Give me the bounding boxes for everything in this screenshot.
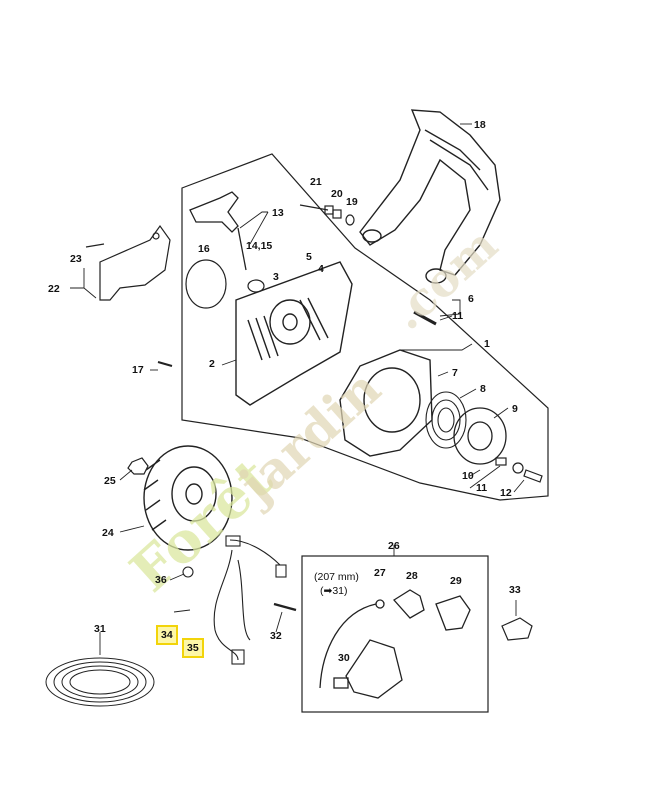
label-part-17: 17 (132, 364, 144, 376)
flywheel (143, 445, 233, 551)
label-part-31-ref: (➡31) (320, 585, 348, 597)
fan-housing (235, 261, 353, 406)
label-part-16: 16 (198, 243, 210, 255)
label-part-14-15: 14,15 (246, 240, 273, 252)
pin-part (413, 310, 437, 326)
label-part-30: 30 (338, 652, 350, 664)
leader-lines (70, 123, 525, 655)
label-part-4: 4 (318, 263, 324, 275)
label-cable-length: (207 mm) (314, 571, 359, 583)
label-part-11-upper: 11 (452, 310, 464, 322)
label-part-24: 24 (102, 527, 114, 539)
label-part-3: 3 (273, 271, 279, 283)
label-part-26: 26 (388, 540, 400, 552)
disc-part (185, 259, 227, 309)
cap-part (247, 279, 265, 293)
label-part-25: 25 (104, 475, 116, 487)
label-part-11-lower: 11 (476, 482, 488, 494)
label-part-12: 12 (500, 487, 512, 499)
label-part-9: 9 (512, 403, 518, 415)
label-part-2: 2 (209, 358, 215, 370)
label-part-19: 19 (346, 196, 358, 208)
label-part-10: 10 (462, 470, 474, 482)
label-part-23: 23 (70, 253, 82, 265)
label-part-21: 21 (310, 176, 322, 188)
screw-17 (157, 361, 173, 367)
starter-assembly-outline (181, 153, 549, 501)
ignition-module-box (301, 555, 489, 713)
spark-plug (501, 617, 533, 641)
label-part-31-ref-num: 31 (332, 585, 344, 597)
label-part-18: 18 (474, 119, 486, 131)
label-part-22: 22 (48, 283, 60, 295)
arrow-icon: ➡ (323, 585, 333, 597)
handguard (359, 109, 501, 284)
label-part-7: 7 (452, 367, 458, 379)
label-part-34-highlighted[interactable]: 34 (156, 625, 178, 645)
label-part-33: 33 (509, 584, 521, 596)
coiled-wire (45, 657, 155, 707)
bracket-plate (85, 224, 171, 301)
ignition-module (319, 589, 471, 699)
screw-32 (273, 602, 297, 612)
label-part-27: 27 (374, 567, 386, 579)
label-part-5: 5 (306, 251, 312, 263)
label-part-13: 13 (272, 207, 284, 219)
nut-25 (127, 457, 149, 475)
starter-grip (189, 191, 247, 271)
label-part-35-highlighted[interactable]: 35 (182, 638, 204, 658)
label-part-1: 1 (484, 338, 490, 350)
label-part-8: 8 (480, 383, 486, 395)
spring-coil (425, 391, 467, 449)
small-parts-10-12 (495, 457, 543, 483)
label-part-6: 6 (468, 293, 474, 305)
label-part-20: 20 (331, 188, 343, 200)
label-part-31: 31 (94, 623, 106, 635)
label-part-36: 36 (155, 574, 167, 586)
ignition-wiring (182, 535, 287, 665)
label-part-28: 28 (406, 570, 418, 582)
bolt-assembly (299, 204, 355, 226)
rope-rotor (453, 407, 507, 465)
label-part-29: 29 (450, 575, 462, 587)
label-part-32: 32 (270, 630, 282, 642)
